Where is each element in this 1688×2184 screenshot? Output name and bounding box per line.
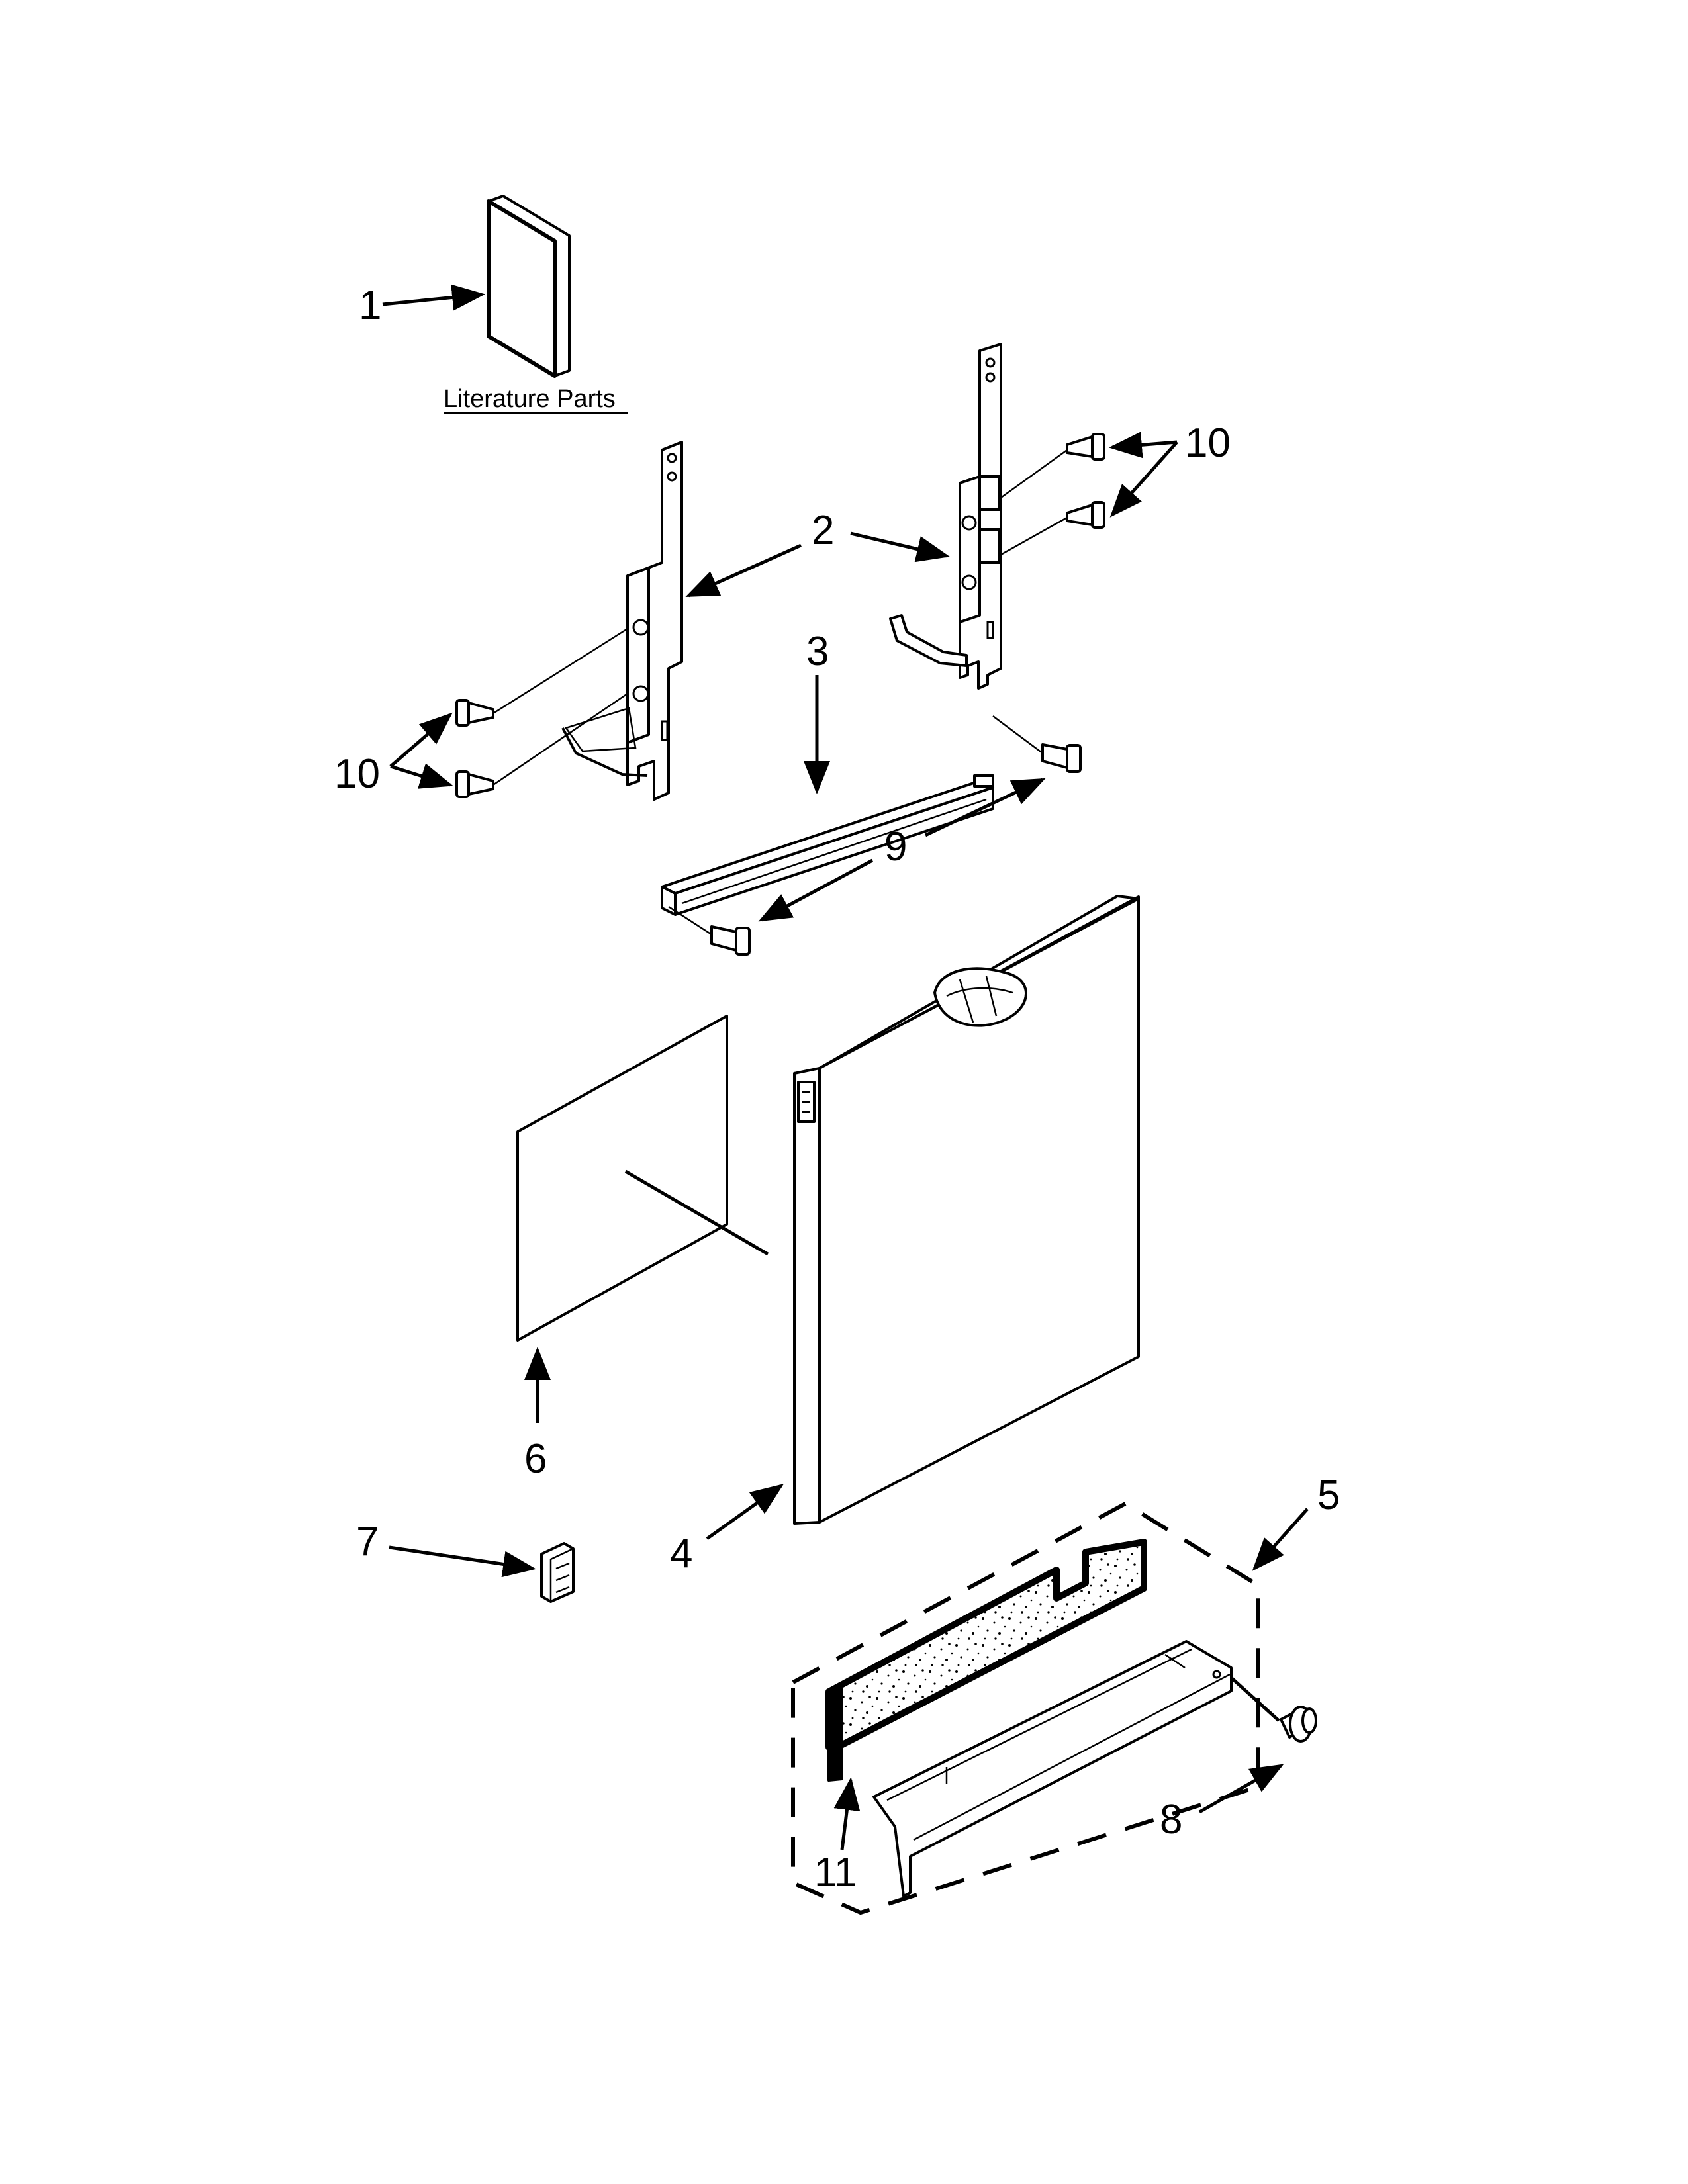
panel-sheet bbox=[516, 1015, 769, 1342]
arrow-10-left-b bbox=[390, 763, 453, 789]
callout-11: 11 bbox=[814, 1850, 857, 1895]
arrow-11 bbox=[833, 1777, 861, 1850]
screw-left-lower bbox=[455, 770, 494, 798]
callout-10-right: 10 bbox=[1185, 420, 1231, 466]
callout-5: 5 bbox=[1317, 1473, 1340, 1518]
arrow-2-right bbox=[850, 531, 950, 563]
right-hinge-bracket bbox=[889, 343, 1002, 690]
door-panel bbox=[793, 895, 1140, 1525]
arrow-4 bbox=[706, 1484, 784, 1541]
literature-book bbox=[487, 195, 571, 378]
door-clip bbox=[540, 1542, 575, 1603]
screw-right-upper bbox=[1066, 433, 1105, 461]
callout-8: 8 bbox=[1160, 1797, 1182, 1843]
screw-right-lower bbox=[1066, 501, 1105, 529]
callout-9: 9 bbox=[884, 824, 907, 870]
toe-panel-screw bbox=[1280, 1706, 1317, 1743]
arrow-2-left bbox=[685, 543, 802, 598]
left-hinge-bracket bbox=[561, 441, 683, 801]
callout-7: 7 bbox=[356, 1519, 379, 1565]
callout-3: 3 bbox=[806, 629, 829, 674]
arrow-5 bbox=[1252, 1508, 1309, 1571]
callout-2: 2 bbox=[812, 508, 834, 553]
arrow-9-left bbox=[758, 858, 874, 922]
arrow-10-left-a bbox=[389, 712, 453, 768]
toe-panel bbox=[872, 1640, 1233, 1897]
screw-left-upper bbox=[455, 699, 494, 727]
arrow-10-right-b bbox=[1109, 441, 1178, 518]
arrow-8 bbox=[1198, 1764, 1284, 1814]
callout-10-left: 10 bbox=[334, 751, 380, 797]
arrow-9-right bbox=[924, 778, 1046, 837]
arrow-10-right-a bbox=[1109, 432, 1178, 459]
callout-1: 1 bbox=[359, 283, 381, 328]
rail-screw-right bbox=[1041, 743, 1082, 773]
top-rail bbox=[661, 774, 994, 916]
callout-4: 4 bbox=[670, 1531, 692, 1576]
literature-parts-caption: Literature Parts bbox=[444, 385, 616, 413]
rail-screw-left bbox=[710, 925, 751, 956]
arrow-7 bbox=[389, 1545, 536, 1578]
callout-6: 6 bbox=[524, 1436, 547, 1482]
arrow-1 bbox=[382, 284, 485, 311]
